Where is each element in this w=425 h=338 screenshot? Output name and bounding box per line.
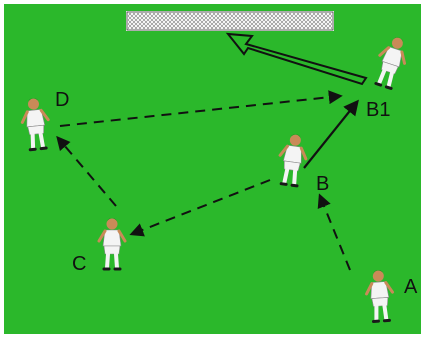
label-b: B bbox=[316, 173, 329, 195]
label-d: D bbox=[55, 89, 69, 111]
pass-arrow-a-b bbox=[317, 193, 351, 271]
player-d bbox=[17, 94, 54, 153]
player-a bbox=[362, 267, 397, 324]
player-c bbox=[97, 216, 127, 271]
pitch bbox=[4, 4, 421, 334]
player-b bbox=[274, 130, 312, 189]
label-b1: B1 bbox=[366, 99, 390, 121]
pass-arrow-c-d bbox=[56, 135, 117, 207]
pass-arrow-b-c bbox=[129, 179, 271, 237]
run-arrow-b-b1 bbox=[303, 99, 359, 169]
shot-arrow-b1-goal bbox=[225, 32, 368, 86]
goal bbox=[126, 11, 334, 31]
label-a: A bbox=[404, 276, 418, 298]
label-c: C bbox=[72, 253, 86, 275]
pass-arrow-d-b1 bbox=[59, 90, 343, 127]
player-b1 bbox=[369, 31, 414, 92]
